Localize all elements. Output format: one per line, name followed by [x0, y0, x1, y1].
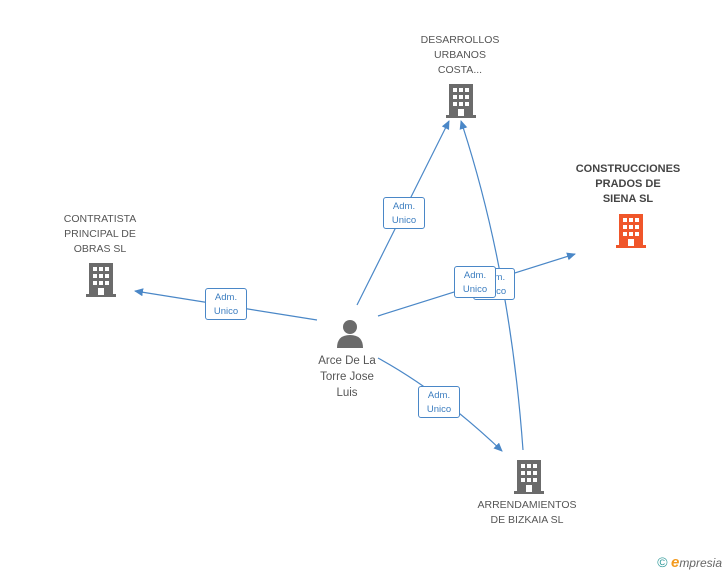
person-icon[interactable]	[335, 318, 365, 348]
building-icon[interactable]	[514, 460, 544, 494]
node-label-construcciones[interactable]: CONSTRUCCIONES PRADOS DE SIENA SL	[575, 163, 681, 205]
edge-badge-desarrollos[interactable]: Adm. Unico	[383, 197, 425, 229]
brand-e: e	[670, 554, 680, 571]
brand-logo: © empresia	[657, 554, 722, 571]
building-icon[interactable]	[446, 84, 476, 118]
building-icon-highlighted[interactable]	[616, 214, 646, 248]
node-label-person[interactable]: Arce De La Torre Jose Luis	[318, 355, 376, 399]
edge-badge-construcciones[interactable]: Adm. Unico	[454, 266, 496, 298]
edge-badge-contratista[interactable]: Adm. Unico	[205, 288, 247, 320]
building-icon[interactable]	[86, 263, 116, 297]
node-label-arrendamientos[interactable]: ARRENDAMIENTOS DE BIZKAIA SL	[477, 499, 577, 526]
edge-badge-arrendamientos[interactable]: Adm. Unico	[418, 386, 460, 418]
brand-name: mpresia	[679, 556, 722, 570]
node-label-contratista[interactable]: CONTRATISTA PRINCIPAL DE OBRAS SL	[63, 213, 137, 255]
copyright-icon: ©	[657, 554, 668, 570]
node-label-desarrollos[interactable]: DESARROLLOS URBANOS COSTA...	[420, 34, 500, 76]
